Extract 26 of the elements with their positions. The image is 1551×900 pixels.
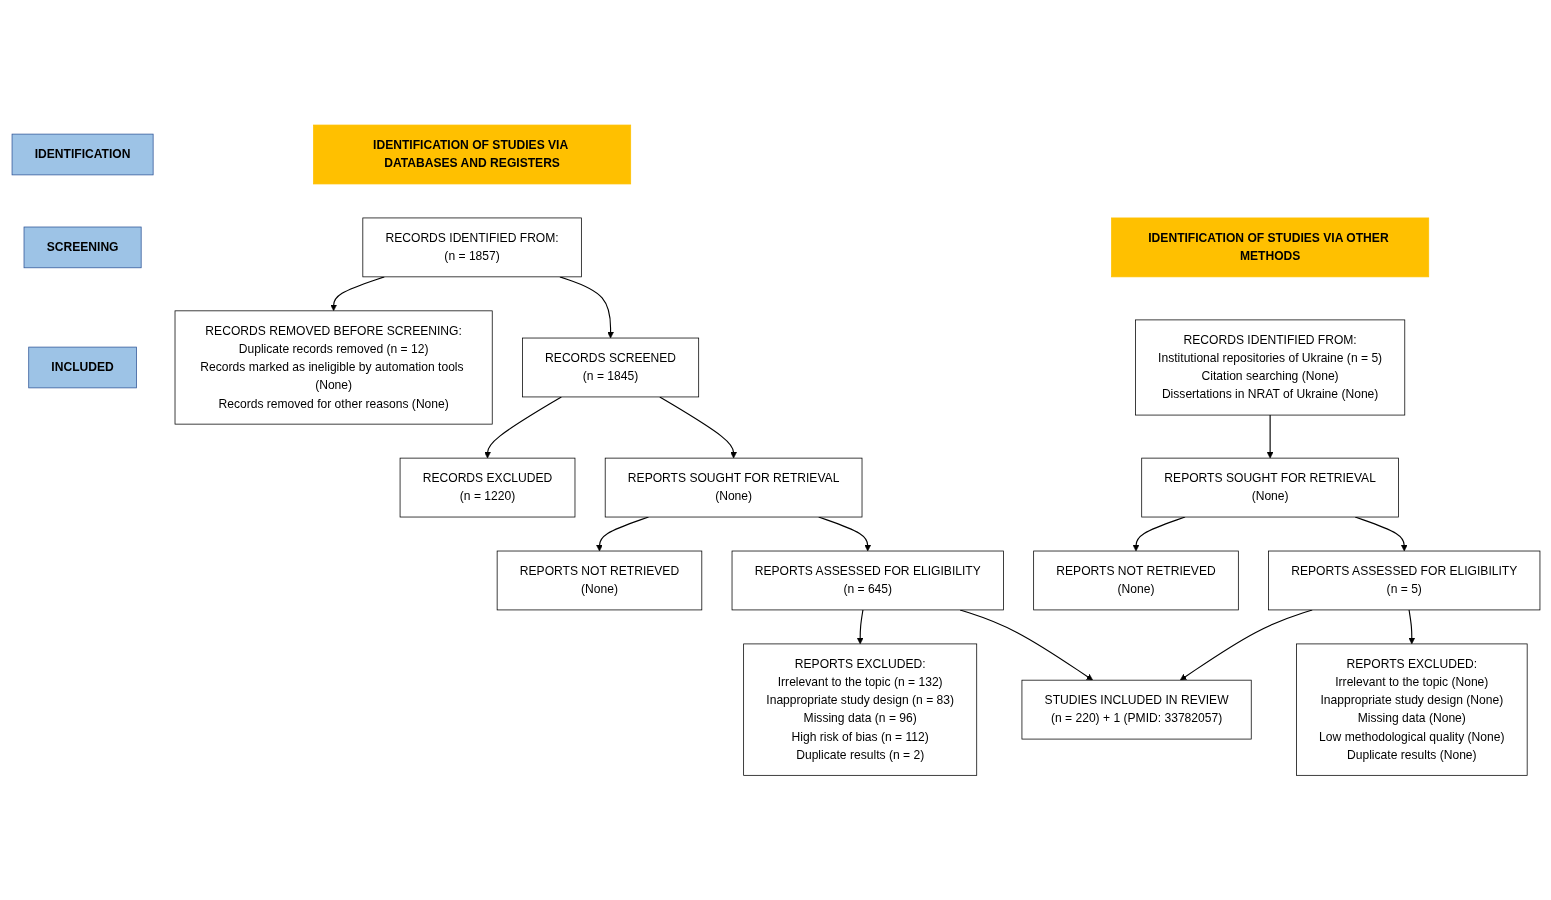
node-box: REPORTS EXCLUDED: Irrelevant to the topic (n = 132) Inappropriate study design (n = 83) Missing data (n = 96) High risk of bias (n = 112) Duplicate results (n = 2) <box>742 643 977 776</box>
node-box: REPORTS ASSESSED FOR ELIGIBILITY (n = 645) <box>731 550 1004 611</box>
arrow <box>483 396 562 459</box>
arrow <box>1132 516 1186 552</box>
node-box: RECORDS IDENTIFIED FROM: Institutional repositories of Ukraine (n = 5) Citation searching (None) Dissertations in NRAT of Ukraine (None) <box>1134 319 1405 416</box>
node-box: RECORDS IDENTIFIED FROM: (n = 1857) <box>361 217 582 278</box>
arrow <box>856 609 863 645</box>
node-box: REPORTS NOT RETRIEVED (None) <box>1032 550 1239 611</box>
node-box: REPORTS EXCLUDED: Irrelevant to the topic (None) Inappropriate study design (None) Missing data (None) Low methodological quality (None) Duplicate results (None) <box>1295 643 1528 776</box>
node-box: STUDIES INCLUDED IN REVIEW (n = 220) + 1 (PMID: 33782057) <box>1021 679 1252 740</box>
node-box: RECORDS REMOVED BEFORE SCREENING: Duplicate records removed (n = 12) Records marked as ineligible by automation tools (None) Records removed for other reasons (None) <box>174 310 493 425</box>
arrow <box>1407 609 1415 645</box>
arrow <box>658 396 737 459</box>
node-box: RECORDS SCREENED (n = 1845) <box>521 337 699 398</box>
arrow <box>1266 414 1273 459</box>
node-box: IDENTIFICATION <box>11 133 153 176</box>
node-box: IDENTIFICATION OF STUDIES VIA DATABASES AND REGISTERS <box>312 124 631 185</box>
node-box: REPORTS SOUGHT FOR RETRIEVAL (None) <box>604 457 862 518</box>
node-box: INCLUDED <box>27 346 137 389</box>
node-box: REPORTS ASSESSED FOR ELIGIBILITY (n = 5) <box>1267 550 1540 611</box>
arrow <box>595 516 649 552</box>
node-box: REPORTS NOT RETRIEVED (None) <box>496 550 702 611</box>
node-box: REPORTS SOUGHT FOR RETRIEVAL (None) <box>1140 457 1399 518</box>
node-box: SCREENING <box>23 226 142 268</box>
node-box: IDENTIFICATION OF STUDIES VIA OTHER METHODS <box>1110 217 1429 278</box>
node-box: RECORDS EXCLUDED (n = 1220) <box>399 457 575 518</box>
